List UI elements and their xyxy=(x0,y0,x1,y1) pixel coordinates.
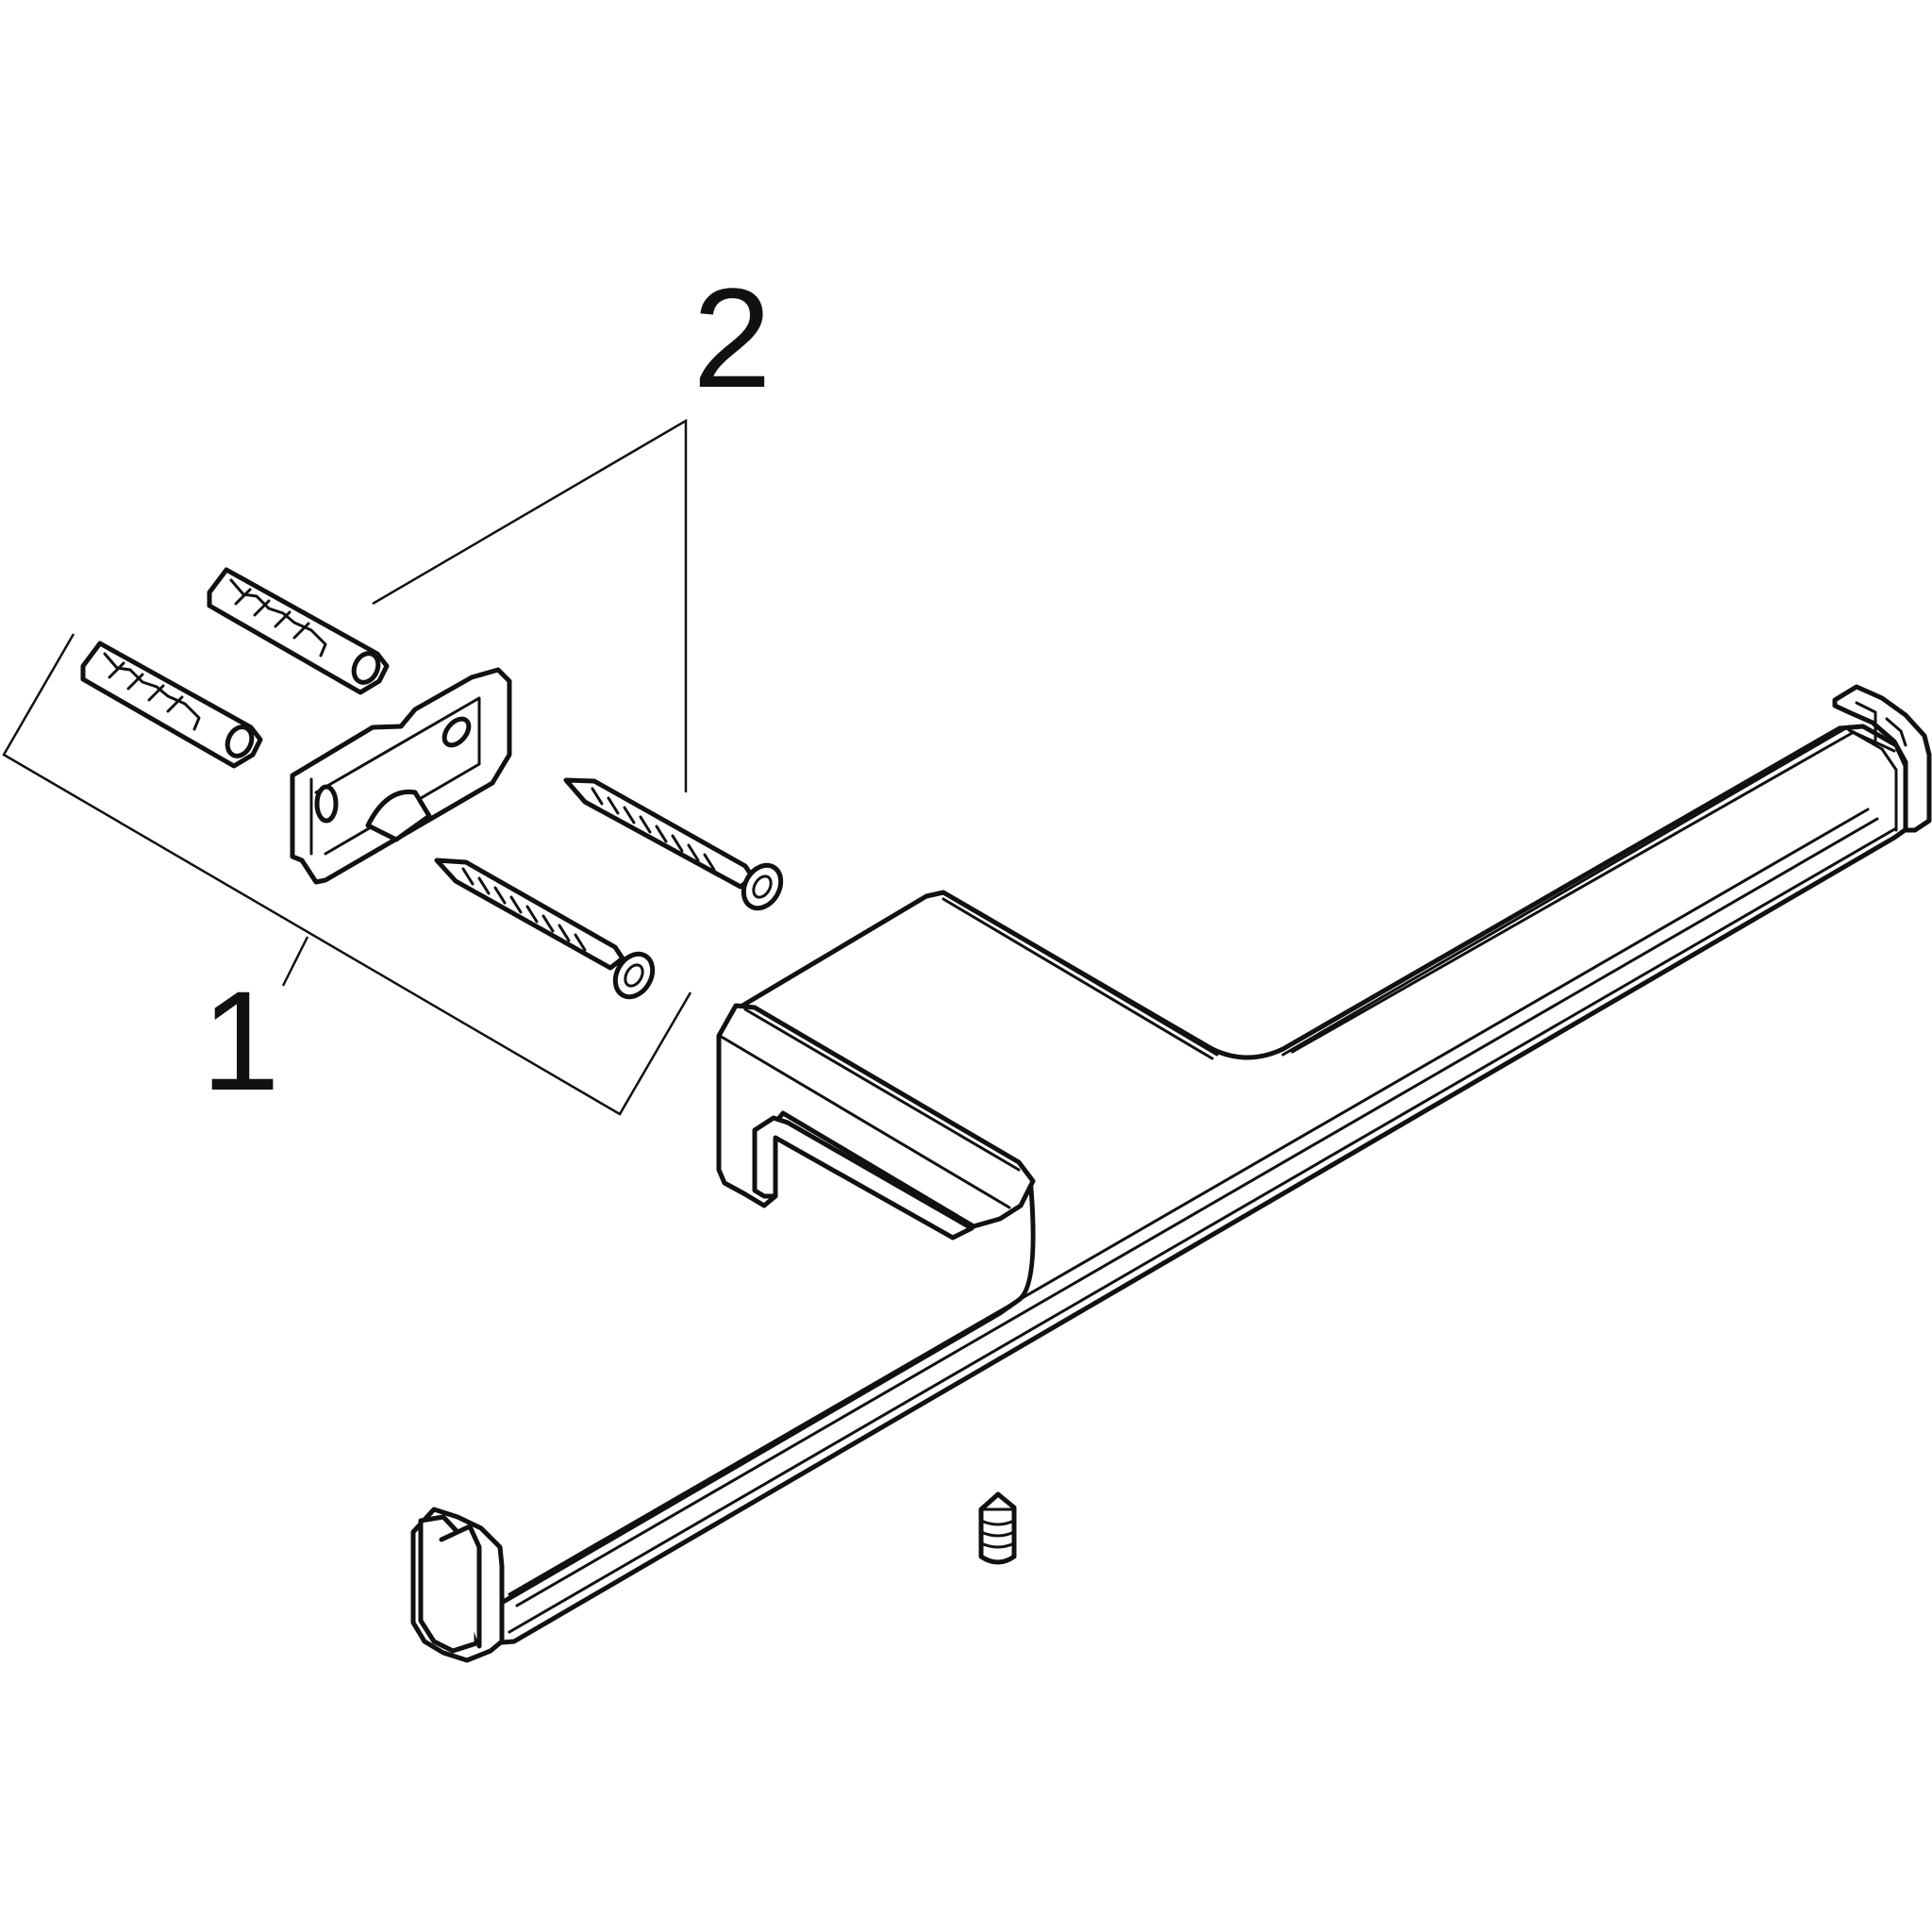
left-end-cap xyxy=(410,1507,505,1663)
right-end-cap xyxy=(1832,684,1932,833)
screw-upper xyxy=(563,777,784,911)
grub-screw xyxy=(978,1491,1017,1565)
callout-2-leader xyxy=(372,418,688,792)
wall-plug-lower xyxy=(80,641,263,769)
callout-label-1: 1 xyxy=(201,961,279,1120)
holder-body xyxy=(478,724,1910,1646)
wall-plug-upper xyxy=(207,567,390,695)
callout-1-bracket xyxy=(2,633,692,1116)
callout-label-2: 2 xyxy=(692,258,771,417)
mounting-plate xyxy=(290,667,512,885)
holder-mount-base xyxy=(716,1003,1036,1241)
screw-lower xyxy=(434,858,656,1000)
